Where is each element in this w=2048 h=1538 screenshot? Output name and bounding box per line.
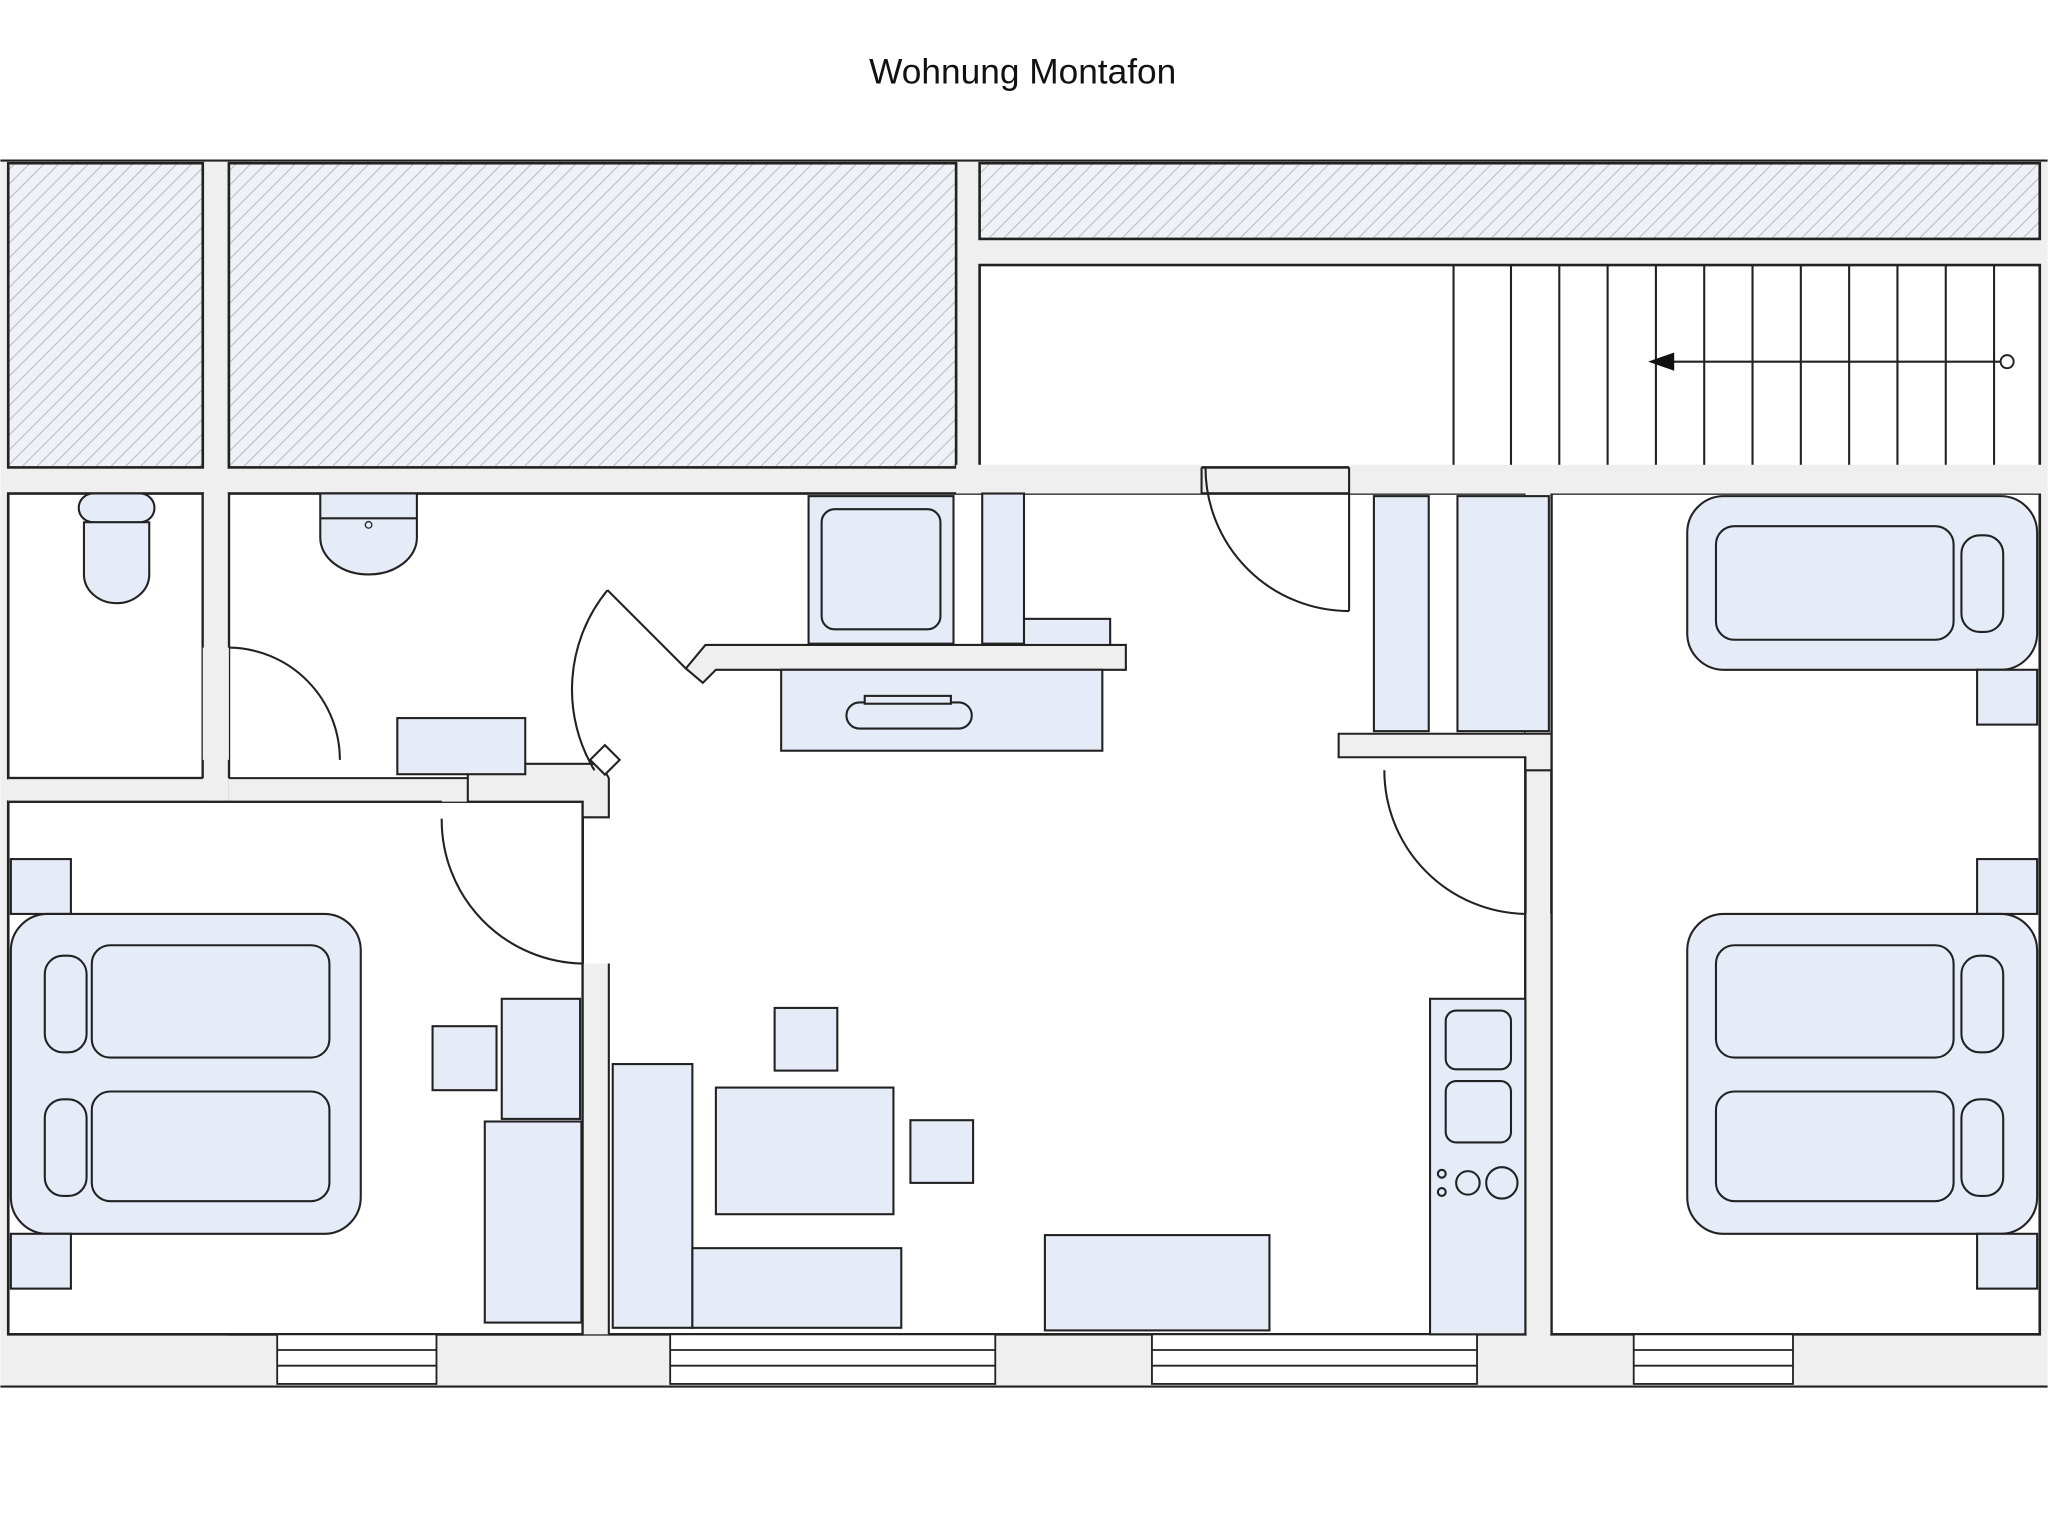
bed-right-top <box>1686 495 2039 726</box>
sideboard <box>1043 1234 1271 1332</box>
stair-arrow-icon <box>1648 352 1675 371</box>
wardrobe-hall-1 <box>1372 495 1430 733</box>
plan-title: Wohnung Montafon <box>869 53 1176 92</box>
wardrobe-left <box>483 1120 583 1324</box>
bedroom-left-door <box>440 818 583 965</box>
bathroom-vanity <box>396 717 527 776</box>
kitchen-counter <box>1428 997 1527 1336</box>
wc-door <box>228 646 341 760</box>
cabinet-narrow <box>981 492 1026 645</box>
chair-top <box>773 1006 839 1072</box>
desk-left <box>500 997 582 1120</box>
bedroom-right-door <box>1383 770 1526 915</box>
toilet-wc <box>77 492 156 605</box>
windows <box>276 1333 1794 1385</box>
hatched-area-right <box>978 161 2042 241</box>
dining-table <box>714 1086 895 1216</box>
bed-right-bottom <box>1686 858 2039 1290</box>
entrance-door <box>1204 467 1350 613</box>
toilet-bathroom <box>319 492 418 576</box>
bed-left <box>9 858 362 1290</box>
hatched-area-middle <box>227 161 958 469</box>
sofa <box>611 1063 903 1329</box>
bathroom-door <box>570 589 609 771</box>
staircase <box>978 263 2042 469</box>
shower <box>807 495 955 645</box>
shelf <box>1022 617 1112 647</box>
wardrobe-hall-2 <box>1456 495 1550 733</box>
chair-right <box>909 1119 975 1184</box>
stool-left <box>431 1025 498 1092</box>
doors <box>228 467 1526 965</box>
hatched-area-left <box>6 161 205 469</box>
sink-counter <box>780 668 1104 752</box>
